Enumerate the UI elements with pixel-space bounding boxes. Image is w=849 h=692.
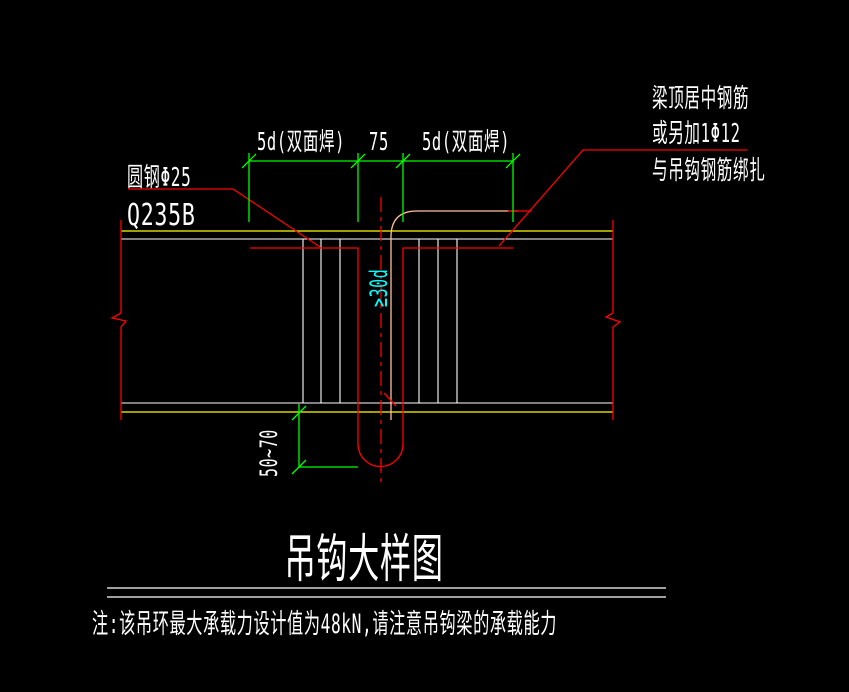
- dim-tick: [291, 405, 307, 421]
- leader-round-steel: [128, 188, 321, 248]
- dim-label-spacing: 75: [369, 127, 389, 156]
- leader-top-rebar: [498, 149, 747, 247]
- hook-bar-group: [250, 197, 518, 486]
- bottom-dimension: 50~70: [254, 404, 358, 477]
- label-steel-grade: Q235B: [127, 199, 196, 233]
- title-block: 吊钩大样图 注:该吊环最大承载力设计值为48kN,请注意吊钩梁的承载能力: [92, 530, 666, 641]
- leader-lines: [128, 149, 747, 248]
- drawing-title: 吊钩大样图: [285, 530, 444, 591]
- beam-break-line-left: [110, 220, 128, 420]
- stirrup-lines: [302, 239, 458, 403]
- callout-top-rebar-line1: 梁顶居中钢筋: [652, 84, 749, 114]
- label-round-steel: 圆钢Φ25: [127, 163, 191, 193]
- dim-label-anchorage: ≥30d: [364, 269, 393, 307]
- extra-rebar-bar: [390, 210, 518, 420]
- callout-top-rebar-line3: 与吊钩钢筋绑扎: [652, 156, 765, 186]
- callout-top-rebar-line2: 或另加1Φ12: [652, 119, 741, 149]
- extra-rebar-end-tick: [383, 392, 397, 407]
- top-dimension: 5d(双面焊) 75 5d(双面焊): [241, 127, 521, 222]
- dim-label-hook-bottom: 50~70: [254, 429, 283, 477]
- annotations: 圆钢Φ25 Q235B 梁顶居中钢筋 或另加1Φ12 与吊钩钢筋绑扎 ≥30d: [127, 84, 765, 307]
- dim-tick: [291, 459, 307, 475]
- dim-tick: [505, 153, 521, 169]
- beam-break-line-right: [604, 220, 622, 420]
- dim-tick: [395, 153, 411, 169]
- dim-tick: [350, 153, 366, 169]
- note-text: 注:该吊环最大承载力设计值为48kN,请注意吊钩梁的承载能力: [92, 609, 557, 641]
- dim-label-weld-right: 5d(双面焊): [422, 127, 510, 156]
- beam-section: [110, 220, 622, 420]
- dim-label-weld-left: 5d(双面焊): [257, 127, 345, 156]
- dim-tick: [241, 153, 257, 169]
